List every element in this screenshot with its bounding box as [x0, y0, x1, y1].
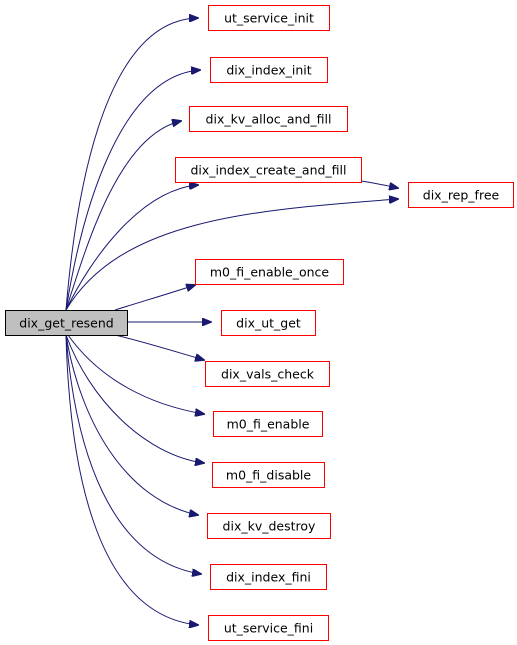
edges-layer — [65, 18, 398, 625]
edge-dix_get_resend-to-dix_index_init — [65, 70, 200, 311]
node-label: dix_rep_free — [423, 188, 500, 203]
node-label: dix_index_create_and_fill — [190, 163, 346, 178]
node-m0_fi_disable[interactable]: m0_fi_disable — [212, 462, 325, 488]
node-dix_ut_get[interactable]: dix_ut_get — [221, 310, 316, 336]
node-label: dix_kv_alloc_and_fill — [206, 112, 332, 127]
node-box — [207, 513, 331, 539]
node-box — [5, 310, 128, 336]
node-label: m0_fi_enable — [227, 417, 310, 432]
edge-dix_get_resend-to-m0_fi_enable — [67, 334, 204, 414]
node-box — [210, 57, 328, 83]
node-dix_index_fini[interactable]: dix_index_fini — [210, 564, 327, 590]
edge-dix_index_create_and_fill-to-dix_rep_free — [360, 180, 398, 188]
edge-dix_get_resend-to-dix_rep_free — [65, 199, 398, 311]
node-label: m0_fi_disable — [226, 468, 311, 483]
node-box — [210, 564, 327, 590]
node-dix_index_init[interactable]: dix_index_init — [210, 57, 328, 83]
edge-dix_get_resend-to-dix_kv_alloc_and_fill — [65, 121, 181, 311]
node-dix_vals_check[interactable]: dix_vals_check — [205, 361, 330, 387]
node-label: dix_index_fini — [226, 570, 311, 585]
edge-dix_get_resend-to-m0_fi_disable — [65, 334, 204, 463]
node-label: dix_kv_destroy — [223, 519, 316, 534]
node-box — [213, 411, 323, 437]
node-box — [208, 5, 330, 31]
edge-dix_get_resend-to-m0_fi_enable_once — [114, 285, 195, 311]
edge-dix_get_resend-to-dix_vals_check — [114, 334, 204, 360]
node-label: ut_service_init — [224, 11, 314, 26]
edge-dix_get_resend-to-dix_index_create_and_fill — [65, 185, 198, 311]
node-dix_kv_alloc_and_fill[interactable]: dix_kv_alloc_and_fill — [189, 106, 348, 132]
node-label: dix_ut_get — [236, 316, 301, 331]
edge-dix_get_resend-to-dix_index_fini — [65, 334, 201, 574]
node-box — [195, 259, 344, 285]
node-ut_service_init[interactable]: ut_service_init — [208, 5, 330, 31]
node-box — [205, 361, 330, 387]
node-dix_kv_destroy[interactable]: dix_kv_destroy — [207, 513, 331, 539]
node-box — [212, 462, 325, 488]
node-box — [408, 182, 514, 208]
node-label: dix_get_resend — [19, 316, 113, 331]
edge-dix_get_resend-to-ut_service_init — [65, 18, 198, 311]
node-ut_service_fini[interactable]: ut_service_fini — [208, 615, 329, 641]
node-label: dix_index_init — [226, 63, 311, 78]
nodes-layer: dix_get_resend ut_service_init dix_index_i… — [5, 5, 514, 641]
edge-dix_get_resend-to-dix_kv_destroy — [65, 334, 198, 515]
node-m0_fi_enable_once[interactable]: m0_fi_enable_once — [195, 259, 344, 285]
node-box — [189, 106, 348, 132]
node-box — [175, 157, 362, 183]
node-dix_rep_free[interactable]: dix_rep_free — [408, 182, 514, 208]
edge-dix_get_resend-to-ut_service_fini — [65, 334, 198, 625]
node-label: m0_fi_enable_once — [210, 265, 330, 280]
node-dix_index_create_and_fill[interactable]: dix_index_create_and_fill — [175, 157, 362, 183]
node-label: ut_service_fini — [224, 621, 313, 636]
root-node-dix_get_resend: dix_get_resend — [5, 310, 128, 336]
node-box — [208, 615, 329, 641]
node-box — [221, 310, 316, 336]
node-label: dix_vals_check — [221, 367, 315, 382]
node-m0_fi_enable[interactable]: m0_fi_enable — [213, 411, 323, 437]
